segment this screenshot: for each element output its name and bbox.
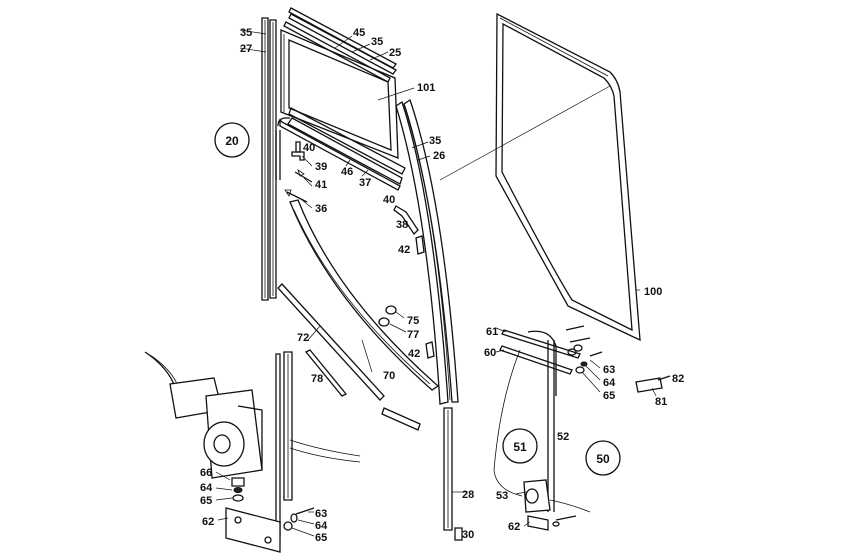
leader-lines: [239, 29, 640, 493]
circled-ref-label: 51: [513, 440, 527, 454]
right-fasteners: [495, 325, 603, 393]
part-label: 45: [353, 27, 365, 39]
door-glass: [495, 12, 641, 342]
circled-ref-20: 20: [214, 122, 250, 158]
part-label: 63: [315, 508, 327, 520]
part-label: 42: [408, 348, 420, 360]
right-lower-fasteners: [515, 491, 577, 527]
part-label: 62: [202, 516, 214, 528]
part-number-labels: 35 27 45 35 25 101 35 26 40 39 41 46 37 …: [200, 27, 684, 544]
top-seal-strips: [283, 7, 397, 83]
part-label: 40: [383, 194, 395, 206]
left-lower-rails: [275, 351, 293, 537]
part-label: 77: [407, 329, 419, 341]
part-label: 27: [240, 43, 252, 55]
part-label: 37: [359, 177, 371, 189]
handle-clip: [635, 375, 671, 397]
part-label: 35: [429, 135, 441, 147]
part-label: 25: [389, 47, 401, 59]
part-label: 61: [486, 326, 498, 338]
part-label: 63: [603, 364, 615, 376]
front-run-channel: [395, 98, 463, 541]
curved-run-channel: [277, 199, 440, 431]
circled-ref-label: 50: [596, 452, 610, 466]
part-label: 65: [200, 495, 212, 507]
part-label: 28: [462, 489, 474, 501]
part-label: 35: [240, 27, 252, 39]
washers-75-77: [378, 305, 397, 327]
part-label: 75: [407, 315, 419, 327]
part-label: 100: [644, 286, 662, 298]
circled-ref-50: 50: [585, 440, 621, 476]
part-label: 41: [315, 179, 327, 191]
part-label: 39: [315, 161, 327, 173]
part-label: 78: [311, 373, 323, 385]
part-label: 42: [398, 244, 410, 256]
bracket-and-clips: [393, 205, 435, 359]
part-label: 36: [315, 203, 327, 215]
part-label: 40: [303, 142, 315, 154]
part-label: 81: [655, 396, 667, 408]
part-label: 64: [603, 377, 616, 389]
part-label: 26: [433, 150, 445, 162]
part-label: 35: [371, 36, 383, 48]
circled-ref-51: 51: [502, 428, 538, 464]
belt-strip-assembly: [275, 107, 406, 191]
part-label: 38: [396, 219, 408, 231]
part-label: 101: [417, 82, 435, 94]
part-label: 46: [341, 166, 353, 178]
part-label: 64: [315, 520, 328, 532]
part-label: 65: [603, 390, 615, 402]
fasteners-left: [284, 141, 313, 203]
part-label: 66: [200, 467, 212, 479]
left-regulator-motor: [144, 351, 361, 479]
part-label: 70: [383, 370, 395, 382]
circled-ref-label: 20: [225, 134, 239, 148]
part-label: 72: [297, 332, 309, 344]
part-label: 82: [672, 373, 684, 385]
part-label: 65: [315, 532, 327, 544]
right-regulator: [493, 329, 591, 531]
part-label: 62: [508, 521, 520, 533]
part-label: 60: [484, 347, 496, 359]
quarter-window-frame: [280, 29, 399, 159]
part-label: 53: [496, 490, 508, 502]
part-label: 64: [200, 482, 213, 494]
left-channel-strips: [261, 17, 277, 301]
left-lower-fasteners: [215, 471, 315, 553]
part-label: 30: [462, 529, 474, 541]
part-label: 52: [557, 431, 569, 443]
